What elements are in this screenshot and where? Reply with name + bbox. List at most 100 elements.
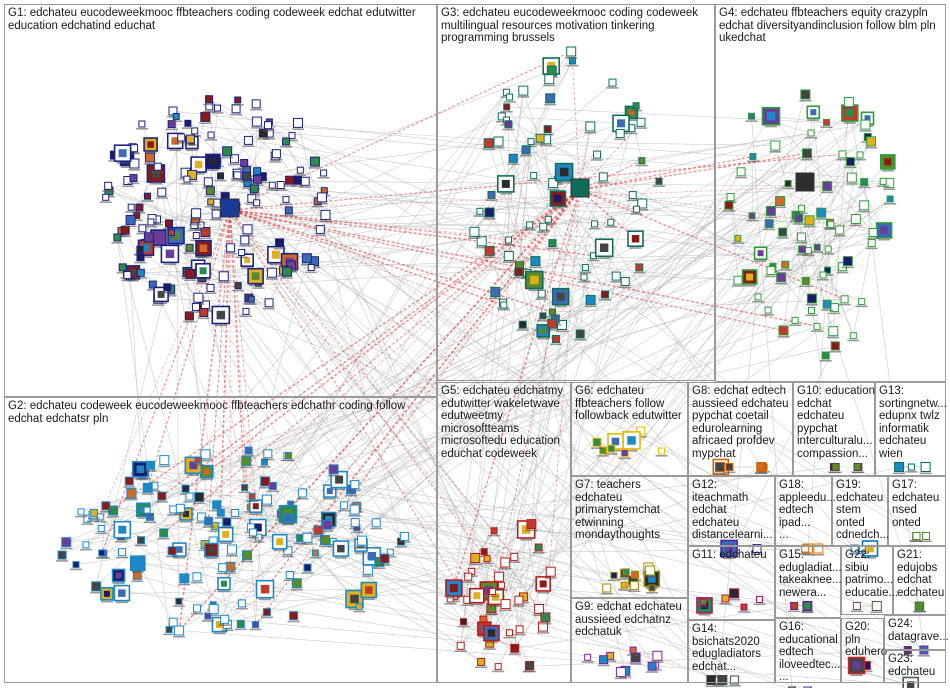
node-avatar[interactable] [886,195,894,203]
node-avatar[interactable] [258,128,268,138]
node-avatar[interactable] [494,663,502,671]
node-avatar[interactable] [544,215,552,223]
node-avatar[interactable] [244,446,253,455]
node-avatar[interactable] [276,181,285,189]
node-avatar[interactable] [157,187,167,197]
node-avatar[interactable] [838,150,847,159]
node-avatar[interactable] [756,462,766,472]
node-avatar[interactable] [776,272,787,283]
node-avatar[interactable] [260,476,271,487]
node-avatar[interactable] [125,214,136,225]
node-avatar[interactable] [253,199,261,207]
node-avatar[interactable] [733,275,743,285]
node-avatar[interactable] [824,266,831,274]
node-avatar[interactable] [165,626,173,634]
node-avatar[interactable] [249,184,259,194]
node-avatar[interactable] [729,588,740,599]
node-avatar[interactable] [328,464,339,475]
node-avatar[interactable] [185,492,194,501]
node-avatar[interactable] [721,594,730,603]
node-avatar[interactable] [503,103,511,111]
node-avatar[interactable] [599,655,609,665]
node-avatar[interactable] [800,89,811,100]
node-avatar[interactable] [770,140,781,151]
node-avatar[interactable] [860,119,871,130]
node-avatar[interactable] [824,245,832,253]
node-avatar[interactable] [521,145,531,155]
node-avatar[interactable] [493,136,504,147]
node-avatar[interactable] [237,599,246,608]
node-avatar[interactable] [866,136,877,147]
node-avatar[interactable] [497,581,505,589]
node-avatar[interactable] [261,494,272,505]
node-avatar[interactable] [253,174,262,184]
node-avatar[interactable] [252,621,259,629]
node-avatar[interactable] [633,205,641,213]
node-avatar[interactable] [147,218,155,226]
node-avatar[interactable] [193,604,201,613]
node-avatar[interactable] [514,267,524,277]
node-avatar[interactable] [822,181,833,192]
node-avatar[interactable] [284,206,293,215]
node-avatar[interactable] [764,306,772,314]
node-avatar[interactable] [248,492,256,500]
node-avatar[interactable] [510,552,519,561]
node-avatar[interactable] [192,232,200,239]
node-avatar[interactable] [249,528,258,537]
node-avatar[interactable] [912,532,921,540]
node-avatar[interactable] [766,266,776,276]
node-avatar[interactable] [545,566,556,577]
node-avatar[interactable] [497,112,506,121]
node-avatar[interactable] [263,449,273,459]
node-avatar[interactable] [136,246,144,253]
node-avatar[interactable] [243,135,253,145]
node-avatar[interactable] [484,245,495,256]
node-avatar[interactable] [307,264,315,271]
node-avatar[interactable] [136,268,145,277]
node-avatar[interactable] [840,295,849,304]
node-avatar[interactable] [530,256,541,267]
node-avatar[interactable] [138,120,146,128]
node-avatar[interactable] [849,332,857,340]
node-avatar[interactable] [217,172,224,180]
node-avatar[interactable] [320,535,330,545]
node-avatar[interactable] [194,456,202,464]
node-avatar[interactable] [285,571,294,579]
node-avatar[interactable] [89,508,98,517]
node-avatar[interactable] [191,127,199,135]
node-avatar[interactable] [510,643,520,653]
node-avatar[interactable] [123,271,132,280]
node-avatar[interactable] [714,462,725,472]
node-avatar[interactable] [585,121,596,132]
node-avatar[interactable] [288,132,296,140]
node-avatar[interactable] [241,456,252,467]
node-avatar[interactable] [476,207,484,215]
node-avatar[interactable] [82,541,90,549]
node-avatar[interactable] [207,198,215,206]
node-avatar[interactable] [806,293,817,304]
node-avatar[interactable] [525,661,535,670]
node-avatar[interactable] [801,277,810,285]
node-avatar[interactable] [859,200,870,211]
node-avatar[interactable] [350,480,360,490]
node-avatar[interactable] [830,341,840,351]
node-avatar[interactable] [845,157,855,167]
node-avatar[interactable] [548,239,557,248]
node-avatar[interactable] [241,484,249,491]
node-avatar[interactable] [126,488,137,499]
node-avatar[interactable] [784,180,792,187]
node-avatar[interactable] [77,508,85,516]
node-avatar[interactable] [566,46,577,57]
node-avatar[interactable] [804,215,815,226]
node-avatar[interactable] [184,119,192,127]
node-avatar[interactable] [264,298,274,308]
node-avatar[interactable] [208,604,219,615]
node-avatar[interactable] [856,151,864,159]
node-avatar[interactable] [297,488,307,498]
node-avatar[interactable] [526,221,534,229]
node-avatar[interactable] [807,129,815,137]
node-avatar[interactable] [598,172,608,182]
node-avatar[interactable] [200,449,211,460]
node-avatar[interactable] [798,204,805,212]
hub-node[interactable] [570,178,590,198]
